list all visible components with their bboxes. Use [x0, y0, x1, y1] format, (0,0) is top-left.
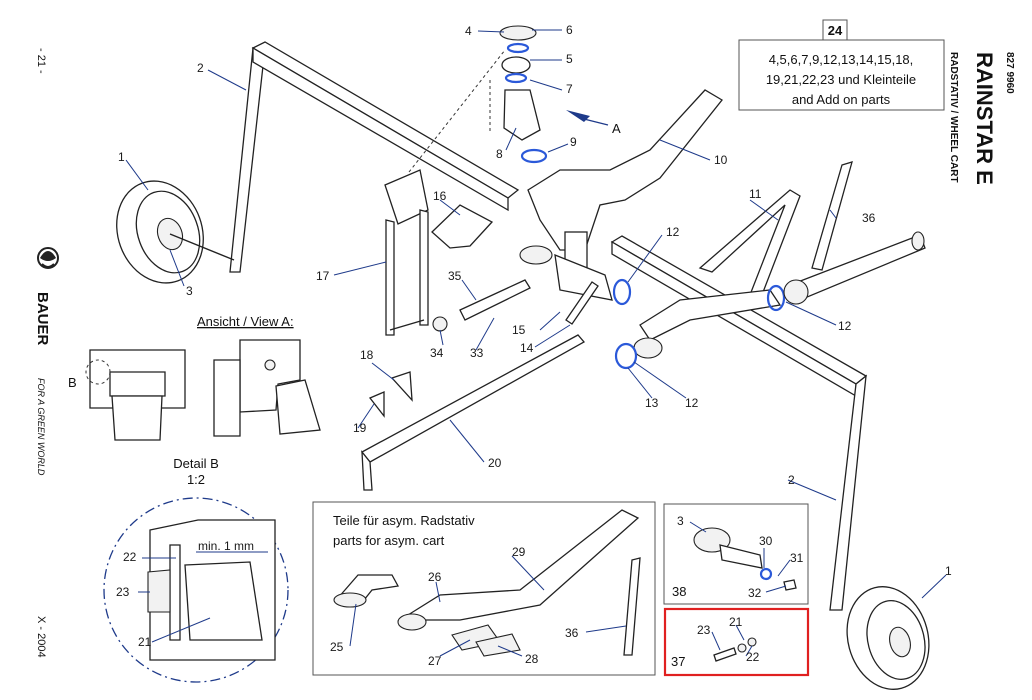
- product-title: RAINSTAR E: [972, 52, 997, 185]
- callout-19: 19: [353, 421, 367, 435]
- callout-36: 36: [862, 211, 876, 225]
- callout-4: 4: [465, 24, 472, 38]
- callout-8: 8: [496, 147, 503, 161]
- pivot-assembly: [408, 25, 548, 173]
- asym-title-en: parts for asym. cart: [333, 533, 445, 548]
- nut-34: [432, 316, 448, 332]
- kit-box: 24 4,5,6,7,9,12,13,14,15,18, 19,21,22,23…: [738, 19, 945, 111]
- callout-27: 27: [428, 654, 442, 668]
- view-b-label: B: [68, 375, 77, 390]
- callout-5: 5: [566, 52, 573, 66]
- doc-number: 827 9960: [1004, 52, 1015, 94]
- page-number: - 21 -: [35, 48, 47, 74]
- clip-18: [390, 371, 413, 402]
- callout-25: 25: [330, 640, 344, 654]
- callout-22: 22: [123, 550, 137, 564]
- callout-3: 3: [186, 284, 193, 298]
- callout-11: 11: [749, 187, 762, 201]
- view-a-title: Ansicht / View A:: [197, 314, 294, 329]
- bauer-logo: [37, 247, 59, 269]
- wheel-lower-right: [846, 586, 930, 690]
- arm-11: [698, 189, 801, 301]
- product-subtitle: RADSTATIV / WHEEL CART: [948, 52, 959, 183]
- callout-20: 20: [488, 456, 502, 470]
- callout-12: 12: [685, 396, 699, 410]
- callout-28: 28: [525, 652, 539, 666]
- callout-34: 34: [430, 346, 444, 360]
- callout-21: 21: [138, 635, 152, 649]
- kit-number: 24: [828, 23, 843, 38]
- callouts: 1 1 2 2 3 3 4 6 5 7 8 9 10 11 12 12 12 1…: [116, 23, 952, 668]
- frame-upper-left: [229, 41, 520, 273]
- set-38-box: 38: [663, 503, 809, 605]
- callout-3: 3: [677, 514, 684, 528]
- kit-line-1: 4,5,6,7,9,12,13,14,15,18,: [769, 52, 914, 67]
- callout-33: 33: [470, 346, 484, 360]
- bar-20: [361, 334, 586, 491]
- callout-29: 29: [512, 545, 526, 559]
- callout-23: 23: [697, 623, 711, 637]
- detail-b-title: Detail B: [173, 456, 219, 471]
- brand-name: BAUER: [34, 292, 51, 346]
- callout-12: 12: [838, 319, 852, 333]
- callout-31: 31: [790, 551, 804, 565]
- callout-22: 22: [746, 650, 760, 664]
- asym-parts-box: Teile für asym. Radstativ parts for asym…: [312, 501, 656, 676]
- callout-1: 1: [945, 564, 952, 578]
- callout-32: 32: [748, 586, 762, 600]
- clip-19: [368, 391, 385, 418]
- callout-1: 1: [118, 150, 125, 164]
- kit-line-2: 19,21,22,23 und Kleinteile: [766, 72, 916, 87]
- callout-18: 18: [360, 348, 374, 362]
- detail-b: Detail B 1:2 min. 1 mm: [103, 456, 289, 683]
- callout-13: 13: [645, 396, 659, 410]
- plate-16: [431, 204, 494, 249]
- kit-line-3: and Add on parts: [792, 92, 891, 107]
- callout-14: 14: [520, 341, 534, 355]
- frame-right: [610, 231, 926, 611]
- bar-36: [811, 161, 853, 271]
- callout-16: 16: [433, 189, 447, 203]
- callout-9: 9: [570, 135, 577, 149]
- set-38-label: 38: [672, 584, 686, 599]
- callout-21: 21: [729, 615, 743, 629]
- callout-15: 15: [512, 323, 526, 337]
- issue-date: X - 2004: [35, 616, 47, 658]
- callout-2: 2: [788, 473, 795, 487]
- wheel-upper-left: [116, 180, 235, 284]
- set-37-label: 37: [671, 654, 685, 669]
- brand-slogan: FOR A GREEN WORLD: [36, 378, 46, 476]
- detail-b-scale: 1:2: [187, 472, 205, 487]
- view-a-arrow-label: A: [612, 121, 621, 136]
- callout-36: 36: [565, 626, 579, 640]
- callout-6: 6: [566, 23, 573, 37]
- callout-17: 17: [316, 269, 330, 283]
- callout-10: 10: [714, 153, 728, 167]
- callout-35: 35: [448, 269, 462, 283]
- bracket-17: [384, 169, 429, 336]
- pin-14: [565, 281, 599, 325]
- callout-23: 23: [116, 585, 130, 599]
- callout-7: 7: [566, 82, 573, 96]
- detail-b-dimension: min. 1 mm: [198, 539, 254, 553]
- asym-title-de: Teile für asym. Radstativ: [333, 513, 475, 528]
- callout-2: 2: [197, 61, 204, 75]
- set-37-box: 37: [663, 607, 810, 677]
- view-a: Ansicht / View A:: [197, 314, 321, 437]
- leader-lines: [125, 29, 947, 657]
- central-hub: [519, 89, 723, 301]
- callout-26: 26: [428, 570, 442, 584]
- callout-30: 30: [759, 534, 773, 548]
- callout-12: 12: [666, 225, 680, 239]
- channel-33: [459, 279, 531, 321]
- view-b: B: [68, 349, 186, 441]
- view-a-arrow: A: [566, 110, 621, 136]
